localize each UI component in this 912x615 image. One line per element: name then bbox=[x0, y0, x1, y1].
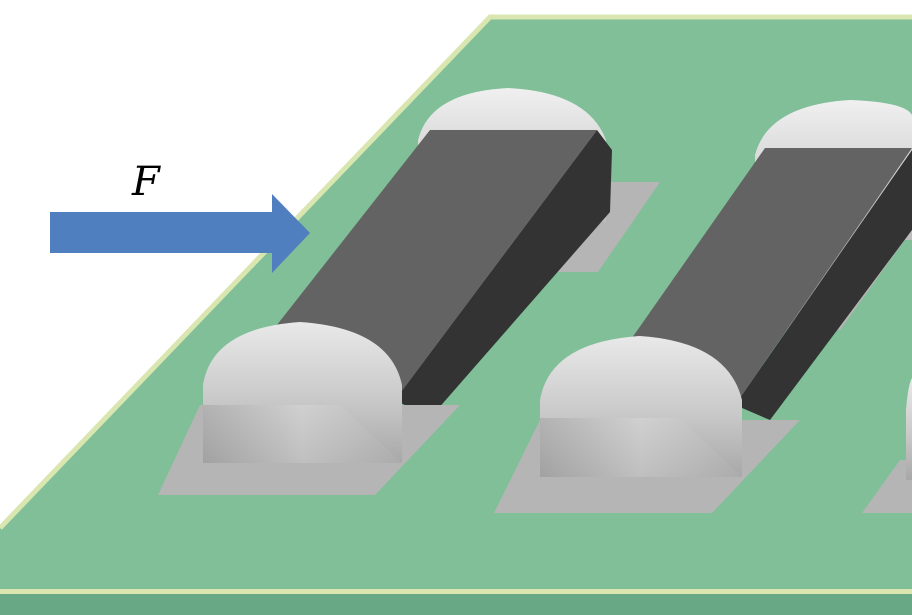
force-arrow bbox=[50, 194, 310, 273]
force-label: F bbox=[132, 159, 160, 205]
component-body-side-2 bbox=[735, 150, 912, 420]
front-solder-pad-3 bbox=[862, 460, 912, 513]
pcb-board-bottom-highlight bbox=[0, 589, 912, 594]
component-body-side-1 bbox=[395, 130, 612, 418]
front-solder-joint-3 bbox=[906, 378, 912, 480]
pcb-board-edge bbox=[0, 14, 912, 530]
smd-component-3 bbox=[862, 378, 912, 513]
smd-component-2 bbox=[494, 100, 912, 513]
pcb-board-bottom-edge bbox=[0, 590, 912, 615]
smd-component-1 bbox=[158, 88, 660, 495]
front-solder-fillet-2 bbox=[540, 418, 742, 477]
front-solder-fillet-1 bbox=[203, 405, 402, 463]
